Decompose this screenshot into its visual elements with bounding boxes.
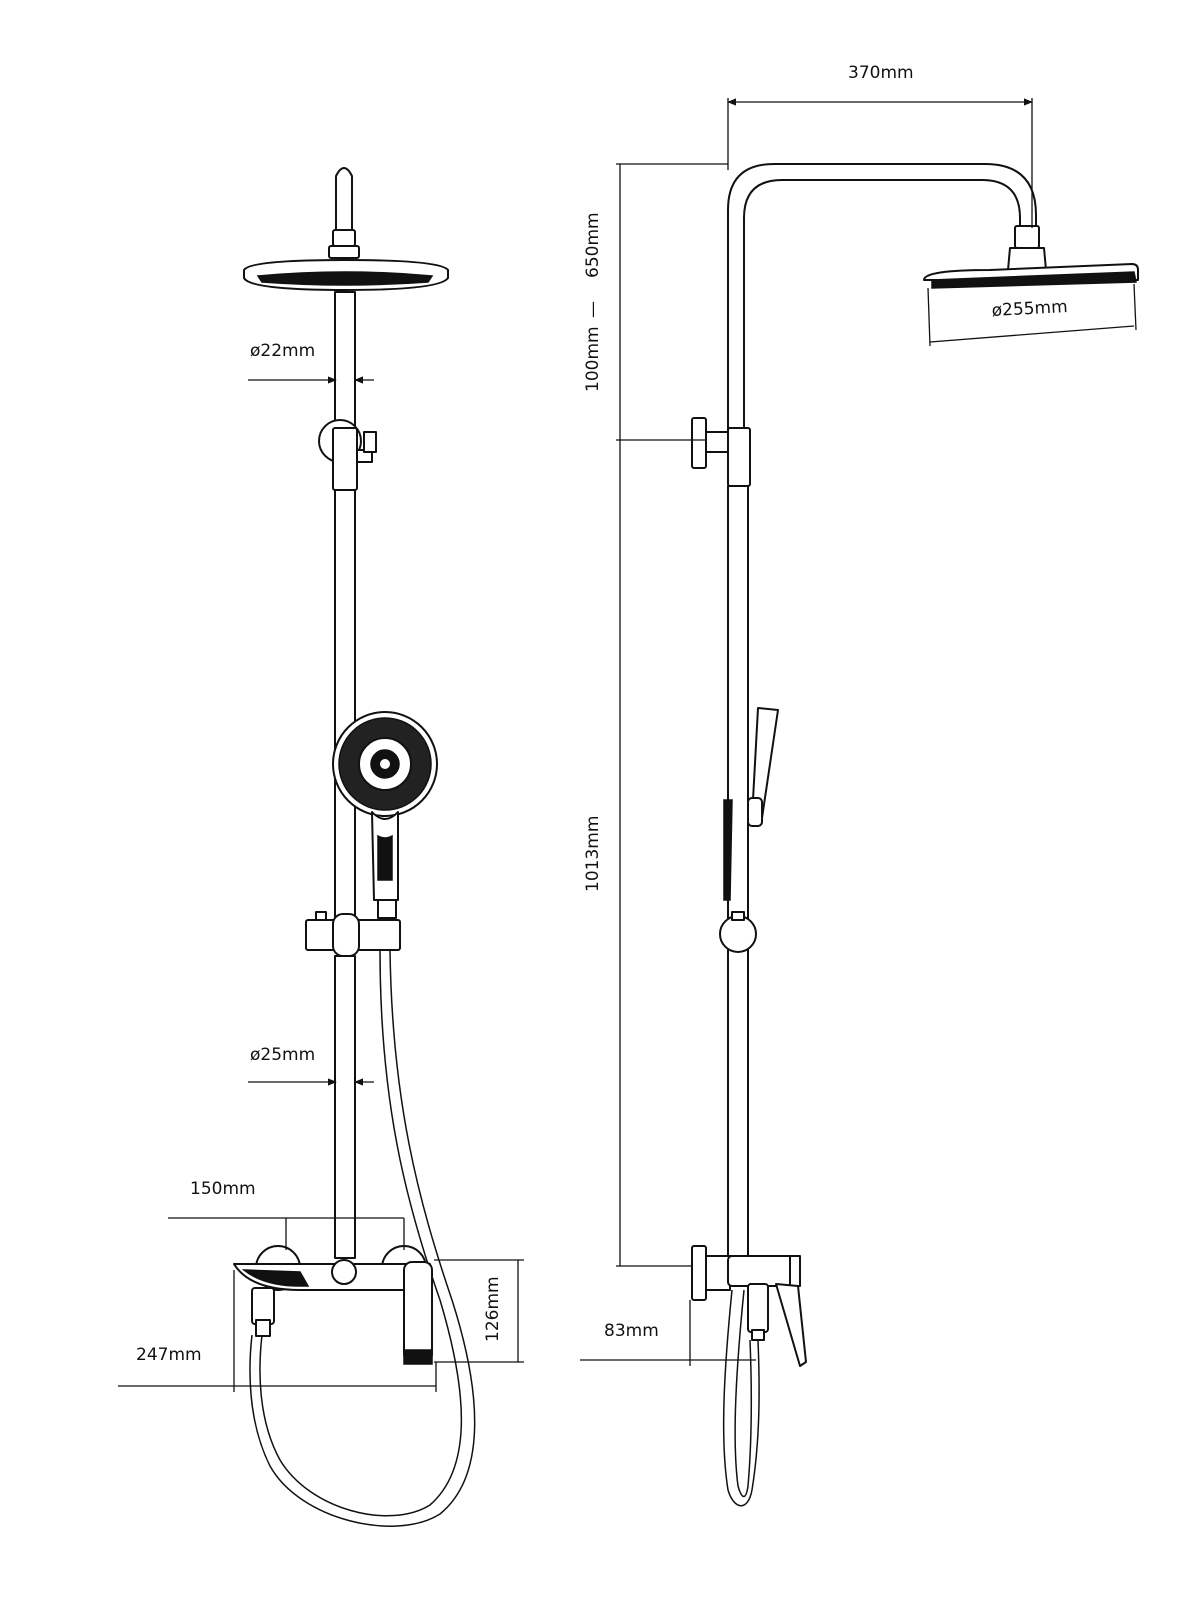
bath-mixer-front xyxy=(233,1245,433,1365)
side-riser-and-arm xyxy=(727,163,1037,431)
riser-diameter-label: ø22mm xyxy=(250,341,315,361)
riser-pipe xyxy=(334,291,356,923)
adjust-max-label: 650mm xyxy=(583,212,603,278)
lower-rail xyxy=(334,955,356,1259)
arm-reach-label: 370mm xyxy=(848,63,914,83)
adjust-sep-label: — xyxy=(583,301,603,318)
wall-offset-label: 83mm xyxy=(604,1321,659,1341)
side-slider xyxy=(719,915,757,953)
front-view xyxy=(118,167,524,1527)
hand-shower-slider xyxy=(305,911,401,957)
adjust-min-label: 100mm xyxy=(583,326,603,392)
shower-hose xyxy=(259,949,463,1517)
lower-rail-diameter-label: ø25mm xyxy=(250,1045,315,1065)
mixer-lever[interactable] xyxy=(403,1261,433,1363)
overhead-arm-top xyxy=(335,167,353,233)
mixer-height-label: 126mm xyxy=(483,1276,503,1342)
side-hose xyxy=(722,1289,760,1507)
fitting-centres-label: 150mm xyxy=(190,1179,256,1199)
head-diameter-label: ø255mm xyxy=(991,297,1068,321)
bath-mixer-side xyxy=(691,1245,807,1367)
head-connector-nut xyxy=(332,229,356,247)
riser-height-label: 1013mm xyxy=(583,816,603,892)
side-view xyxy=(580,98,1139,1507)
hand-shower xyxy=(332,711,438,919)
mixer-projection-label: 247mm xyxy=(136,1345,202,1365)
